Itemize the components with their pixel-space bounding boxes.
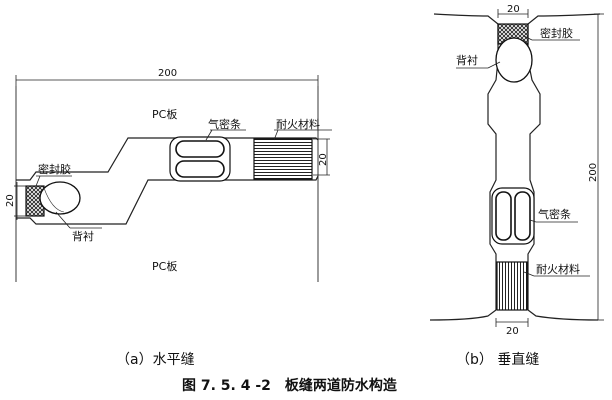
lower-panel-profile <box>16 175 319 225</box>
gasket-assembly <box>169 136 231 182</box>
fireproof-label-v: 耐火材料 <box>536 262 580 276</box>
sealant-label-h: 密封胶 <box>38 162 71 176</box>
vertical-joint-right-wall <box>527 24 541 310</box>
figure-title: 图 7. 5. 4 -2 板缝两道防水构造 <box>182 377 397 394</box>
horizontal-joint-diagram <box>14 75 332 282</box>
sealant-label-v: 密封胶 <box>540 26 573 40</box>
upper-panel-label: PC板 <box>152 107 177 121</box>
leader-gasket-h <box>205 129 213 141</box>
fireproof-material <box>253 138 313 180</box>
lower-panel-label: PC板 <box>152 259 177 273</box>
gasket-label-h: 气密条 <box>208 117 241 131</box>
fireproof-material-v <box>496 261 528 311</box>
backing-rod <box>39 181 81 215</box>
dimension-200-side-v: 200 <box>588 163 599 182</box>
caption-a: （a）水平缝 <box>116 352 195 368</box>
leader-backing-h <box>55 211 71 229</box>
backing-rod-v <box>495 37 533 83</box>
vertical-joint-diagram <box>429 9 604 327</box>
backing-label-v: 背衬 <box>456 53 478 67</box>
dimension-20-top-v: 20 <box>507 4 520 15</box>
leader-sealant-h <box>35 175 41 187</box>
vertical-joint-left-wall <box>487 24 499 310</box>
fireproof-label-h: 耐火材料 <box>276 117 320 131</box>
leader-fireproof-h <box>273 129 279 141</box>
dimension-200-top: 200 <box>158 68 177 79</box>
dimension-20-bottom-v: 20 <box>506 326 519 337</box>
leader-fireproof-v <box>523 271 535 277</box>
leader-sealant-v <box>523 35 533 41</box>
caption-b: （b） 垂直缝 <box>456 351 539 368</box>
gasket-label-v: 气密条 <box>538 207 571 221</box>
upper-panel-profile <box>16 137 319 181</box>
leader-backing-v <box>487 61 501 69</box>
leader-gasket-v <box>529 219 537 223</box>
dimension-20-right: 20 <box>318 153 329 166</box>
dimension-20-left: 20 <box>5 194 16 207</box>
backing-label-h: 背衬 <box>72 229 94 243</box>
gasket-assembly-v <box>491 187 535 245</box>
